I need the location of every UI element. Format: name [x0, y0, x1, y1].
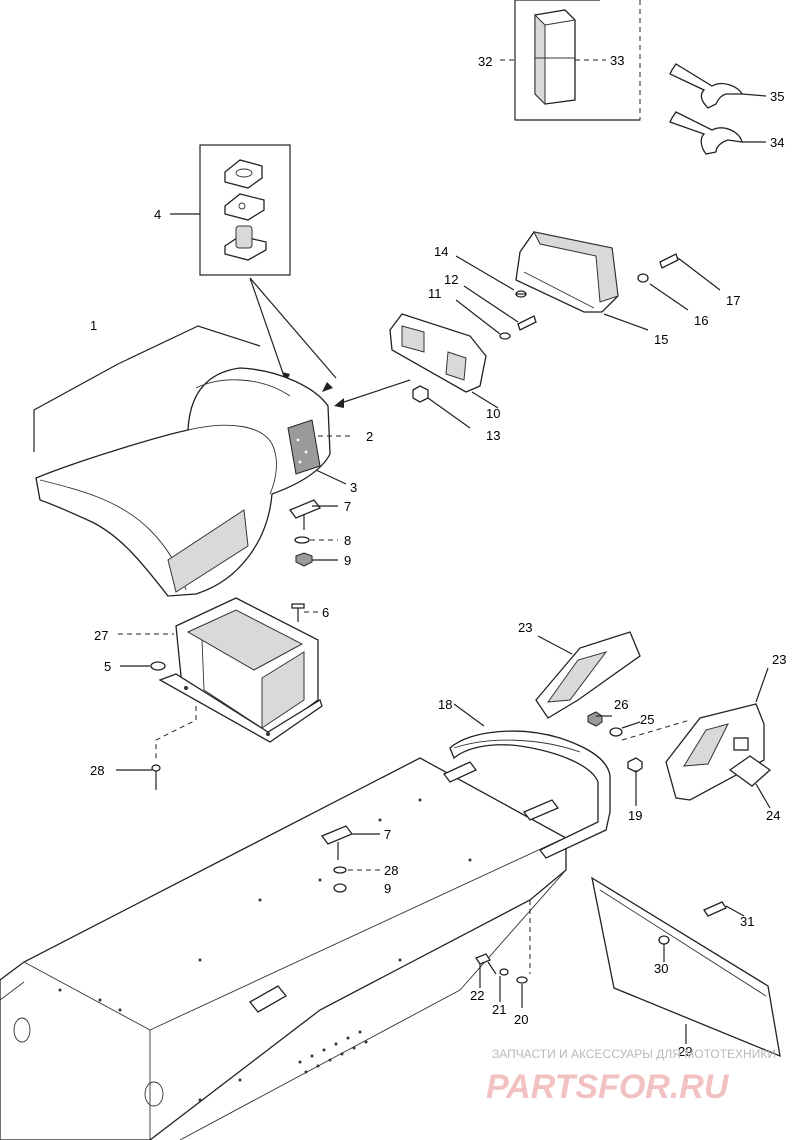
- callout-29: 29: [678, 1044, 692, 1059]
- callout-9-tunnel: 9: [384, 881, 391, 896]
- watermark: ЗАПЧАСТИ И АКСЕССУАРЫ ДЛЯ МОТОТЕХНИКИ PA…: [486, 1047, 776, 1106]
- kit-box-32: [514, 0, 641, 121]
- callout-25: 25: [640, 712, 654, 727]
- snowflap-29: [591, 876, 781, 1058]
- callout-32: 32: [478, 54, 492, 69]
- callout-20: 20: [514, 1012, 528, 1027]
- callout-33: 33: [610, 53, 624, 68]
- callout-27: 27: [94, 628, 108, 643]
- callout-7-tunnel: 7: [384, 827, 391, 842]
- callout-8: 8: [344, 533, 351, 548]
- callout-23-left: 23: [518, 620, 532, 635]
- callout-3: 3: [350, 480, 357, 495]
- callout-18: 18: [438, 697, 452, 712]
- callout-15: 15: [654, 332, 668, 347]
- callout-31: 31: [740, 914, 754, 929]
- callout-28-tunnel: 28: [384, 863, 398, 878]
- callout-14: 14: [434, 244, 448, 259]
- callout-22: 22: [470, 988, 484, 1003]
- callout-23-right: 23: [772, 652, 786, 667]
- callout-19: 19: [628, 808, 642, 823]
- callout-2: 2: [366, 429, 373, 444]
- wrench-35: [669, 63, 744, 109]
- callout-10: 10: [486, 406, 500, 421]
- callout-11: 11: [428, 286, 442, 301]
- callout-35: 35: [770, 89, 784, 104]
- callout-12: 12: [444, 272, 458, 287]
- bracket-7-upper: [288, 499, 322, 567]
- callout-24: 24: [766, 808, 780, 823]
- callout-34: 34: [770, 135, 784, 150]
- kit-box-4: [199, 144, 291, 276]
- handle-cover-23-left: [535, 631, 641, 719]
- callout-7-upper: 7: [344, 499, 351, 514]
- callout-6: 6: [322, 605, 329, 620]
- storage-box-27: [158, 597, 323, 743]
- callout-17: 17: [726, 293, 740, 308]
- taillight-assembly: [389, 231, 679, 403]
- callout-labels: 1 2 3 4 5 6 7 8 9 10 11 12 13 14 15 16 1…: [90, 53, 786, 1059]
- callout-21: 21: [492, 1002, 506, 1017]
- callout-16: 16: [694, 313, 708, 328]
- grab-handle-18: [449, 730, 611, 859]
- watermark-brand: PARTSFOR.RU: [486, 1068, 730, 1106]
- callout-30: 30: [654, 961, 668, 976]
- callout-13: 13: [486, 428, 500, 443]
- leader-lines: [116, 59, 771, 1044]
- wrench-34: [669, 111, 743, 155]
- seat-assembly: [35, 367, 331, 597]
- callout-4: 4: [154, 207, 161, 222]
- tunnel: [0, 757, 567, 1140]
- callout-26: 26: [614, 697, 628, 712]
- callout-9-upper: 9: [344, 553, 351, 568]
- handle-cover-23-right: [665, 703, 765, 801]
- watermark-caption: ЗАПЧАСТИ И АКСЕССУАРЫ ДЛЯ МОТОТЕХНИКИ: [492, 1047, 776, 1061]
- callout-28-left: 28: [90, 763, 104, 778]
- callout-5: 5: [104, 659, 111, 674]
- callout-1: 1: [90, 318, 97, 333]
